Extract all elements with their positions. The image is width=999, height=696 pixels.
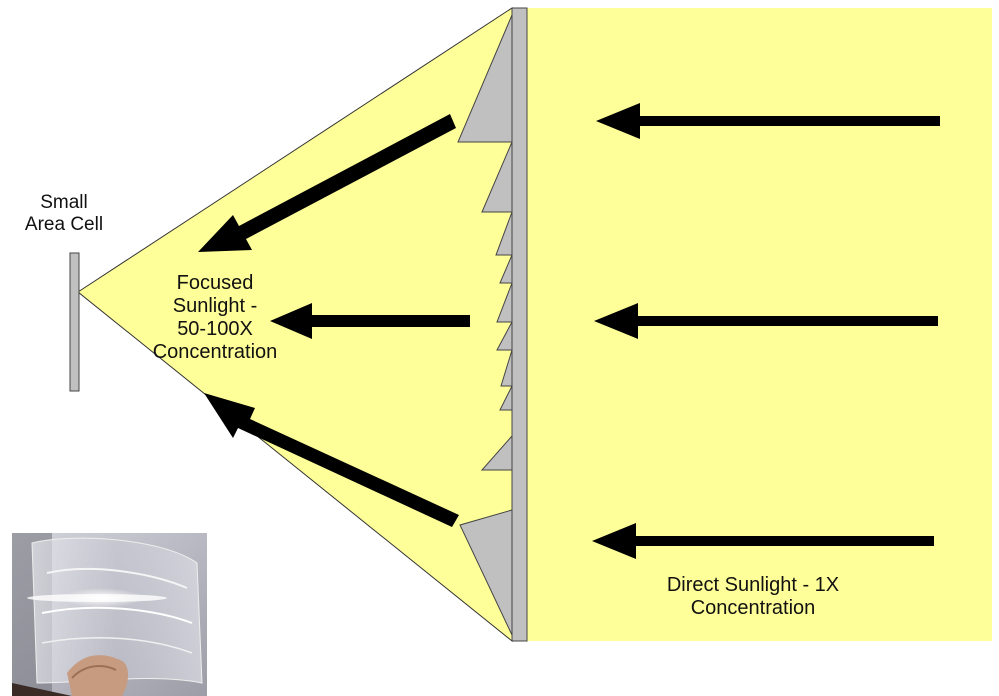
focused-label-line4: Concentration <box>152 341 278 363</box>
fresnel-lens-bar <box>511 7 528 642</box>
direct-arrow-bottom <box>592 523 934 559</box>
direct-sunlight-label: Direct Sunlight - 1X Concentration <box>628 574 878 620</box>
small-area-cell <box>69 252 80 392</box>
small-area-cell-label: Small Area Cell <box>4 192 124 236</box>
focused-arrow-middle <box>270 303 470 339</box>
focused-sunlight-label: Focused Sunlight - 50-100X Concentration <box>140 272 290 364</box>
focused-label-line3: 50-100X <box>177 318 253 340</box>
focused-label-line2: Sunlight - <box>172 295 258 317</box>
direct-arrow-middle <box>594 303 938 339</box>
focused-arrow-bottom <box>204 393 459 527</box>
small-area-cell-label-line2: Area Cell <box>24 214 104 235</box>
focused-arrows <box>198 114 470 527</box>
direct-label-line2: Concentration <box>690 597 816 619</box>
fresnel-lens-teeth <box>457 14 513 636</box>
direct-arrow-top <box>596 103 940 139</box>
fresnel-lens-photo <box>12 533 207 696</box>
small-area-cell-label-line1: Small <box>40 192 88 213</box>
direct-arrows <box>592 103 940 559</box>
focused-label-line1: Focused <box>176 272 254 294</box>
focused-arrow-top <box>198 114 456 252</box>
direct-label-line1: Direct Sunlight - 1X <box>666 574 840 596</box>
